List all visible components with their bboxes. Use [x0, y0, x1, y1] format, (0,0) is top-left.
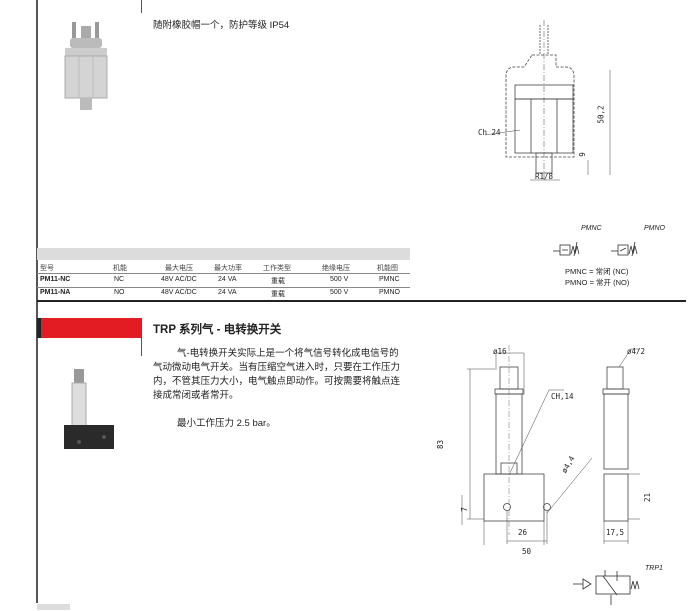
cell-diagram: PMNC — [379, 276, 400, 283]
cell-type: 重载 — [271, 278, 285, 285]
rule — [37, 287, 410, 288]
col-max-power: 最大功率 — [214, 265, 242, 272]
left-margin-rule — [36, 0, 38, 603]
col-max-voltage: 最大电压 — [165, 265, 193, 272]
cell-diagram: PMNO — [379, 289, 400, 296]
trp1-symbol-icon — [573, 570, 640, 605]
dim-d42: ø4/2 — [627, 347, 646, 356]
symbol-pmno-label: PMNO — [644, 225, 665, 232]
footer-tab — [37, 604, 70, 610]
cell-model: PM11-NA — [40, 289, 71, 296]
cell-insulation: 500 V — [330, 289, 349, 296]
trp-min-pressure: 最小工作压力 2.5 bar。 — [177, 418, 276, 429]
col-insulation: 绝缘电压 — [322, 265, 350, 272]
table-header-band — [37, 248, 410, 260]
cell-power: 24 VA — [218, 276, 237, 283]
dim-ch14: CH,14 — [551, 392, 574, 401]
dim-26: 26 — [518, 528, 528, 537]
rule — [37, 273, 410, 274]
thread-label: R1/8 — [535, 172, 554, 181]
dim-50: 50 — [522, 547, 532, 556]
trp-description: 气-电转换开关实际上是一个将气信号转化成电信号的气动微动电气开关。当有压缩空气进… — [153, 348, 401, 401]
dim-7: 7 — [459, 507, 469, 512]
section-marker — [37, 318, 41, 338]
trp1-label: TRP1 — [645, 565, 663, 572]
col-diagram: 机能图 — [377, 265, 398, 272]
dim-d16: ø16 — [493, 347, 507, 356]
pressure-switch-photo — [64, 22, 108, 110]
hex-label: Ch 24 — [478, 128, 501, 137]
col-function: 机能 — [113, 265, 127, 272]
pmnc-symbol-icon — [553, 241, 580, 257]
pmno-symbol-icon — [611, 241, 638, 257]
cell-model: PM11-NC — [40, 276, 71, 283]
cell-insulation: 500 V — [330, 276, 349, 283]
col-model: 型号 — [40, 265, 54, 272]
section-red-bar — [41, 318, 141, 338]
legend-pmno: PMNO = 常开 (NO) — [565, 278, 630, 287]
col-work-type: 工作类型 — [263, 265, 291, 272]
dim-17-5: 17,5 — [606, 528, 625, 537]
thread-length-label: 9 — [577, 152, 587, 157]
cell-voltage: 48V AC/DC — [161, 276, 197, 283]
cell-voltage: 48V AC/DC — [161, 289, 197, 296]
dim-21: 21 — [643, 492, 653, 503]
column-rule — [141, 318, 142, 356]
pressure-switch-drawing — [484, 20, 611, 181]
trp-drawing — [461, 345, 640, 545]
trp-title: TRP 系列气 - 电转换开关 — [153, 324, 282, 336]
cell-function: NO — [114, 289, 125, 296]
trp-switch-photo — [64, 369, 114, 449]
cell-power: 24 VA — [218, 289, 237, 296]
column-rule — [141, 0, 142, 13]
cell-function: NC — [114, 276, 125, 283]
height-label: 50,2 — [596, 105, 606, 124]
cell-type: 重载 — [271, 291, 285, 298]
symbol-pmnc-label: PMNC — [581, 225, 602, 232]
ip54-note: 随附橡胶帽一个，防护等级 IP54 — [153, 20, 290, 31]
dim-83: 83 — [436, 439, 446, 450]
section-rule — [37, 300, 686, 302]
legend-pmnc: PMNC = 常闭 (NC) — [565, 267, 629, 276]
